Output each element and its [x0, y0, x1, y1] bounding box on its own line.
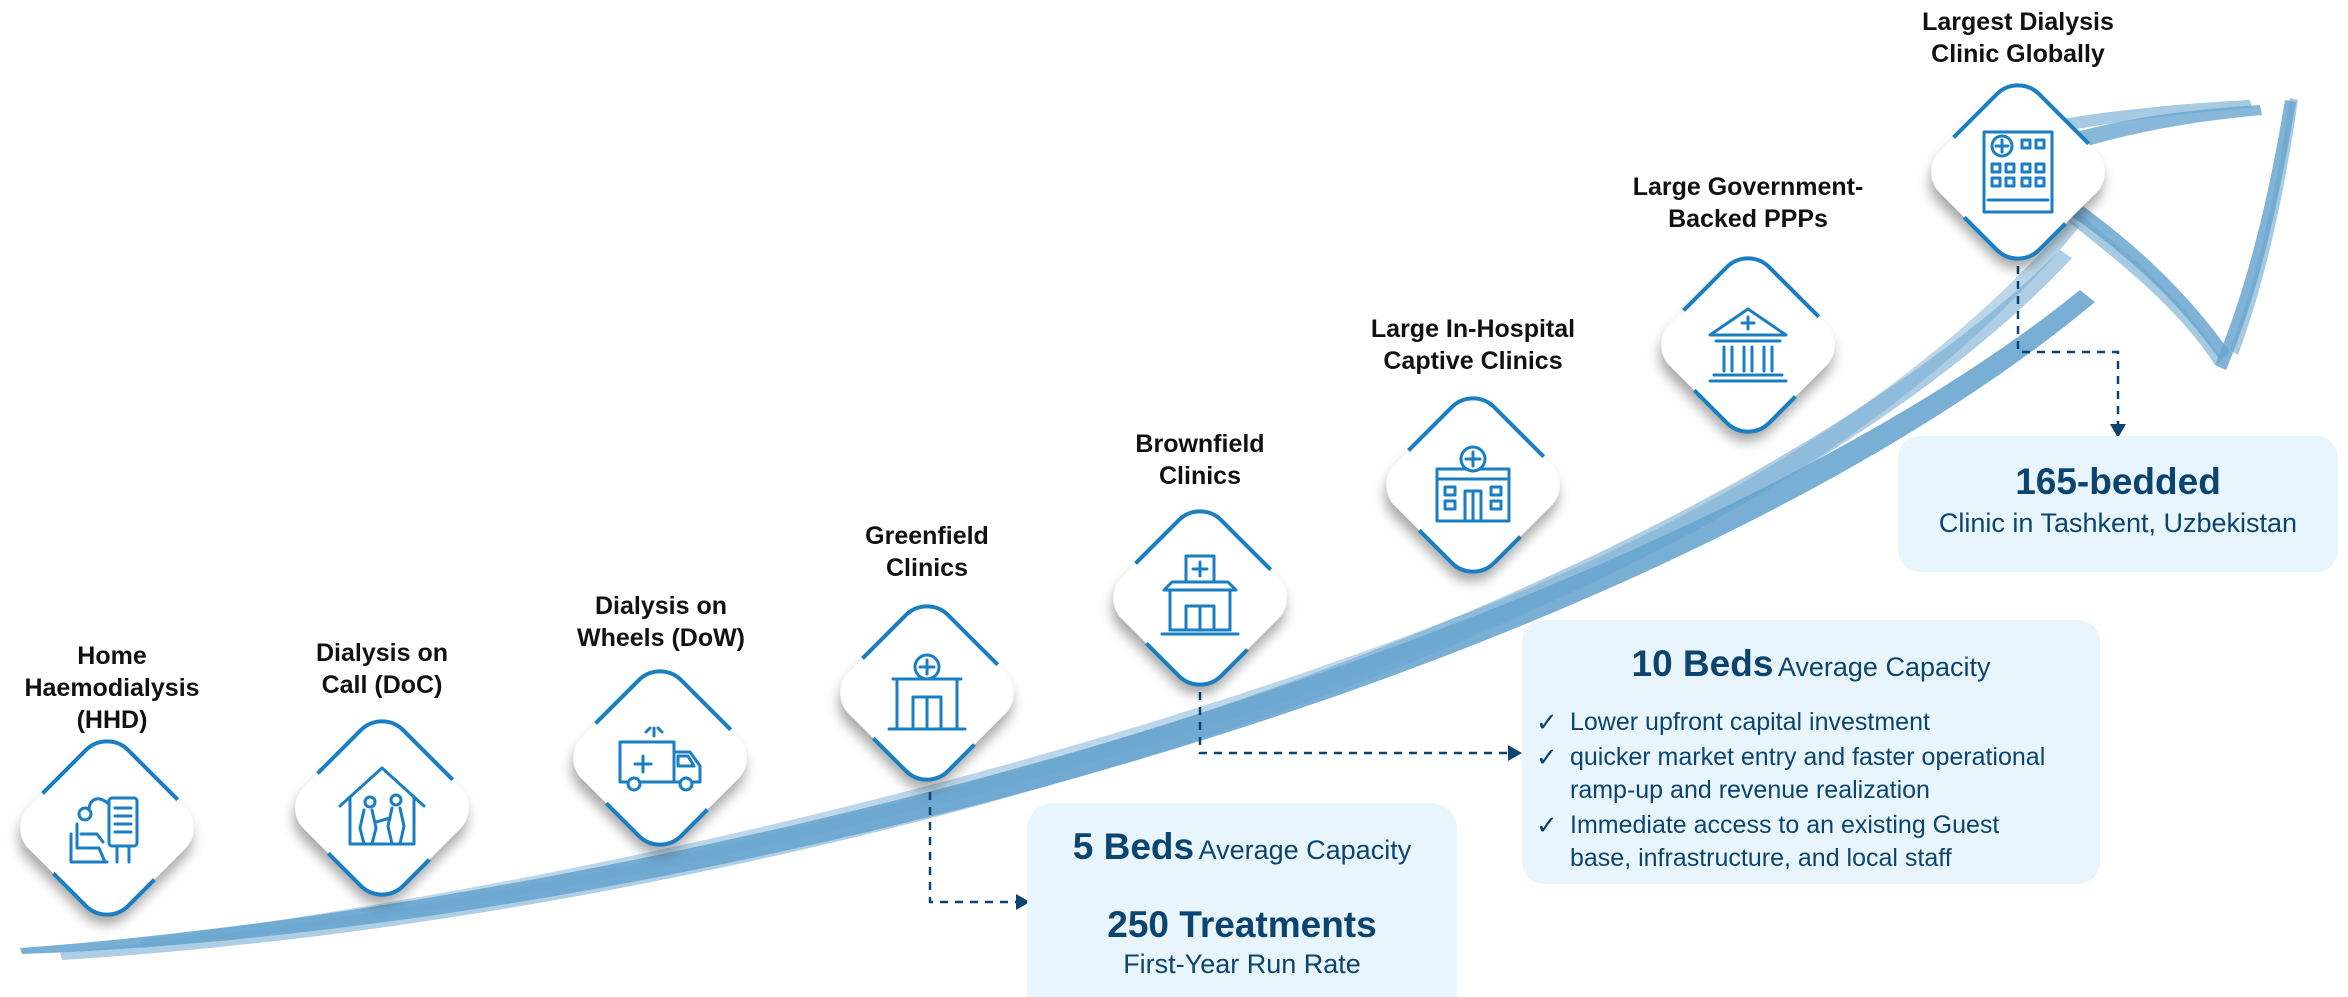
stage-label-brownfield: Brownfield Clinics: [1100, 428, 1300, 492]
stage-diamond-greenfield: [828, 594, 1026, 792]
stage-label-line: Large Government-: [1632, 173, 1864, 201]
stage-label-line: Home: [77, 642, 147, 670]
stage-label-ppp: Large Government- Backed PPPs: [1603, 171, 1893, 235]
stage-diamond-dow: [561, 659, 759, 857]
brownfield-capacity-box: 10 Beds Average Capacity ✓ Lower upfront…: [1522, 620, 2100, 884]
greenfield-run-rate: First-Year Run Rate: [1123, 949, 1361, 979]
stage-label-dow: Dialysis on Wheels (DoW): [556, 590, 766, 654]
stage-label-largest: Largest Dialysis Clinic Globally: [1888, 6, 2148, 70]
stage-label-line: Clinics: [886, 554, 968, 582]
stage-label-line: Dialysis on: [595, 592, 727, 620]
tall-hospital-icon: [1982, 130, 2054, 214]
stage-label-line: Clinics: [1159, 462, 1241, 490]
list-item: ✓ Lower upfront capital investment: [1536, 706, 2100, 739]
stage-label-hhd: Home Haemodialysis (HHD): [12, 640, 212, 736]
bullet-text: base, infrastructure, and local staff: [1570, 844, 1952, 872]
brownfield-beds-number: 10 Beds: [1631, 643, 1774, 684]
stage-label-line: Brownfield: [1135, 430, 1265, 458]
checkmark-icon: ✓: [1536, 810, 1558, 840]
greenfield-treatments: 250 Treatments: [1107, 904, 1377, 945]
patient-dialysis-machine-icon: [69, 796, 139, 864]
connector-arrowheads: [1016, 424, 2126, 910]
clinic-storefront-icon: [887, 653, 967, 731]
stage-diamond-doc: [283, 709, 481, 907]
ambulance-icon: [618, 726, 702, 792]
tashkent-subline: Clinic in Tashkent, Uzbekistan: [1938, 508, 2298, 538]
stage-label-line: Largest Dialysis: [1922, 8, 2114, 36]
stage-diamond-ppp: [1649, 246, 1847, 444]
greenfield-capacity-box: 5 Beds Average Capacity 250 Treatments F…: [1027, 803, 1457, 997]
house-care-icon: [338, 766, 426, 846]
list-item: ✓ quicker market entry and faster operat…: [1536, 741, 2100, 807]
stage-label-line: Greenfield: [865, 522, 989, 550]
stage-label-line: Haemodialysis: [24, 674, 200, 702]
bullet-text: Lower upfront capital investment: [1570, 708, 1930, 736]
tashkent-headline: 165-bedded: [2015, 461, 2221, 502]
stage-label-line: (HHD): [76, 706, 148, 734]
growth-swoosh: [20, 98, 2298, 960]
stage-label-line: Clinic Globally: [1931, 40, 2105, 68]
clinic-sign-building-icon: [1160, 554, 1240, 636]
checkmark-icon: ✓: [1536, 707, 1558, 737]
stage-diamond-hhd: [8, 729, 206, 927]
connector-lines: [928, 266, 2120, 904]
stage-diamond-largest: [1919, 73, 2117, 271]
bullet-text: ramp-up and revenue realization: [1570, 776, 1930, 804]
stage-label-line: Captive Clinics: [1383, 347, 1563, 375]
brownfield-benefit-list: ✓ Lower upfront capital investment ✓ qui…: [1536, 706, 2100, 875]
bullet-text: quicker market entry and faster operatio…: [1570, 743, 2046, 771]
greenfield-beds-number: 5 Beds: [1072, 826, 1195, 867]
stage-label-inhospital: Large In-Hospital Captive Clinics: [1343, 313, 1603, 377]
brownfield-beds-suffix: Average Capacity: [1777, 652, 1991, 682]
tashkent-clinic-box: 165-bedded Clinic in Tashkent, Uzbekista…: [1898, 436, 2338, 572]
stage-diamond-inhospital: [1374, 386, 1572, 584]
checkmark-icon: ✓: [1536, 742, 1558, 772]
stage-diamond-brownfield: [1101, 499, 1299, 697]
stage-label-line: Call (DoC): [321, 671, 443, 699]
stage-label-line: Wheels (DoW): [576, 624, 746, 652]
bullet-text: Immediate access to an existing Guest: [1570, 811, 2000, 839]
stage-label-doc: Dialysis on Call (DoC): [282, 637, 482, 701]
stage-label-line: Large In-Hospital: [1370, 315, 1576, 343]
stage-label-line: Backed PPPs: [1668, 205, 1828, 233]
hospital-building-icon: [1435, 445, 1511, 523]
list-item: ✓ Immediate access to an existing Guest …: [1536, 809, 2100, 875]
stage-label-greenfield: Greenfield Clinics: [827, 520, 1027, 584]
stage-label-line: Dialysis on: [316, 639, 448, 667]
greenfield-beds-suffix: Average Capacity: [1198, 835, 1412, 865]
government-building-icon: [1708, 307, 1788, 383]
